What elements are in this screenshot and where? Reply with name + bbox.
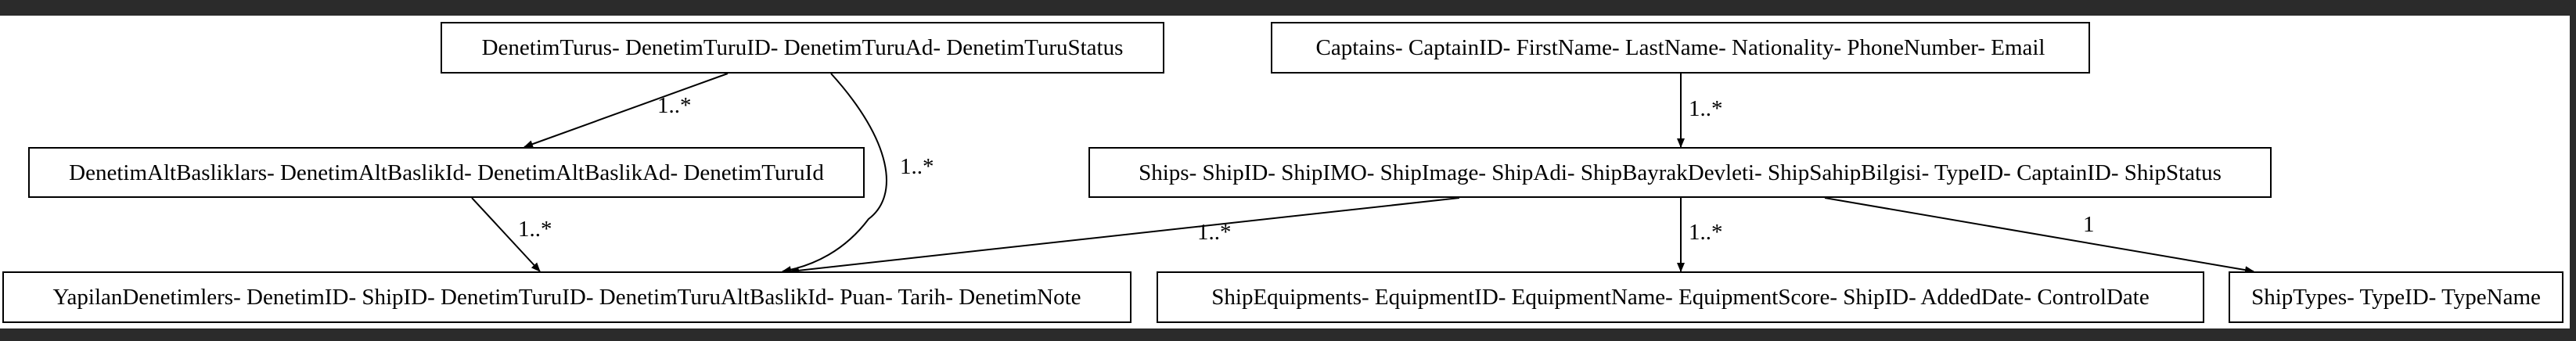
entity-denetimturus[interactable]: DenetimTurus- DenetimTuruID- DenetimTuru… bbox=[441, 22, 1164, 74]
relation-cardinality-label: 1..* bbox=[657, 93, 692, 118]
relation-ships-yapilandenetimlers bbox=[790, 197, 1460, 275]
entity-denetimaltbasliklars[interactable]: DenetimAltBasliklars- DenetimAltBaslikId… bbox=[28, 147, 865, 198]
relation-cardinality-label: 1..* bbox=[900, 154, 934, 179]
entity-ships[interactable]: Ships- ShipID- ShipIMO- ShipImage- ShipA… bbox=[1088, 147, 2272, 198]
relation-denetimturus-yapilandenetimlers bbox=[782, 73, 887, 275]
entity-label: Ships- ShipID- ShipIMO- ShipImage- ShipA… bbox=[1139, 160, 2222, 185]
entity-label: YapilanDenetimlers- DenetimID- ShipID- D… bbox=[52, 285, 1081, 310]
entity-label: ShipTypes- TypeID- TypeName bbox=[2251, 285, 2541, 310]
relation-cardinality-label: 1 bbox=[2083, 212, 2095, 237]
entity-yapilandenetimlers[interactable]: YapilanDenetimlers- DenetimID- ShipID- D… bbox=[2, 271, 1131, 323]
entity-label: Captains- CaptainID- FirstName- LastName… bbox=[1315, 35, 2045, 60]
entity-shipequipments[interactable]: ShipEquipments- EquipmentID- EquipmentNa… bbox=[1157, 271, 2204, 323]
relation-ships-shiptypes bbox=[1824, 197, 2254, 275]
relation-cardinality-label: 1..* bbox=[518, 217, 552, 242]
entity-captains[interactable]: Captains- CaptainID- FirstName- LastName… bbox=[1271, 22, 2090, 74]
relation-cardinality-label: 1..* bbox=[1197, 220, 1232, 245]
relation-cardinality-label: 1..* bbox=[1689, 96, 1723, 121]
relation-cardinality-label: 1..* bbox=[1689, 220, 1723, 245]
entity-label: DenetimTurus- DenetimTuruID- DenetimTuru… bbox=[481, 35, 1124, 60]
relation-denetimaltbasliklars-yapilandenetimlers bbox=[471, 197, 541, 272]
entity-label: ShipEquipments- EquipmentID- EquipmentNa… bbox=[1211, 285, 2150, 310]
entity-label: DenetimAltBasliklars- DenetimAltBaslikId… bbox=[69, 160, 824, 185]
entity-shiptypes[interactable]: ShipTypes- TypeID- TypeName bbox=[2229, 271, 2563, 323]
relation-denetimturus-denetimaltbasliklars bbox=[523, 73, 729, 148]
diagram-canvas: 1..* 1..* 1..* 1..* 1..* 1..* 1 DenetimTurus- … bbox=[0, 16, 2570, 328]
er-diagram bbox=[471, 73, 2254, 275]
